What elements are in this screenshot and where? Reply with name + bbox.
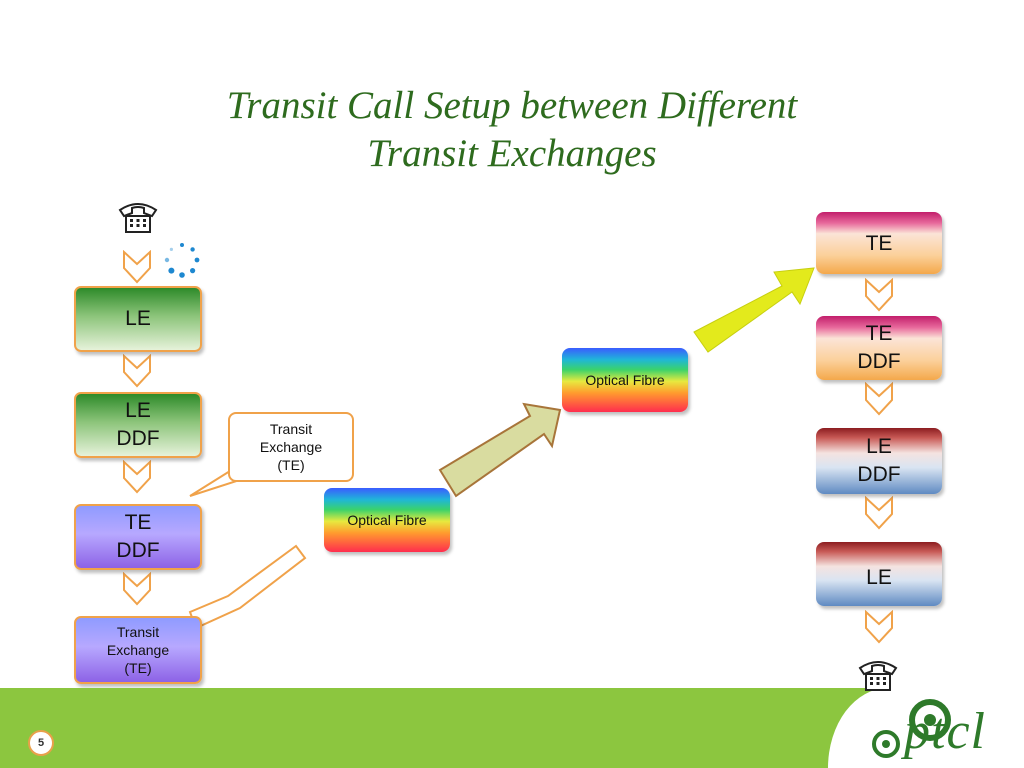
left-te-ddf-line1: TE xyxy=(124,511,152,534)
callout-line3: (TE) xyxy=(277,457,305,473)
ptcl-logo-dot-icon xyxy=(872,730,900,758)
left-te-box: Transit Exchange (TE) xyxy=(74,616,202,684)
right-le-ddf-line2: DDF xyxy=(857,463,901,486)
left-te-line1: Transit xyxy=(116,624,160,640)
right-te-ddf-box: TE DDF xyxy=(816,316,942,380)
chevron-down-icon xyxy=(865,382,893,416)
ptcl-logo-mark-icon xyxy=(909,699,951,741)
ptcl-logo-text: ptcl xyxy=(904,703,986,760)
right-le-box: LE xyxy=(816,542,942,606)
title-line-1: Transit Call Setup between Different xyxy=(226,84,798,127)
callout-line1: Transit xyxy=(269,421,313,437)
transit-exchange-callout: Transit Exchange (TE) xyxy=(228,412,354,482)
left-le-label: LE xyxy=(125,307,151,330)
title-line-2: Transit Exchanges xyxy=(367,132,657,175)
optical-fibre-box-2: Optical Fibre xyxy=(562,348,688,412)
telephone-icon xyxy=(118,203,158,233)
chevron-down-icon xyxy=(865,610,893,644)
optical-fibre-label-1: Optical Fibre xyxy=(347,512,427,528)
arrow-optical-1-to-2 xyxy=(438,402,562,498)
chevron-down-icon xyxy=(123,460,151,494)
chevron-down-icon xyxy=(865,496,893,530)
left-te-ddf-box: TE DDF xyxy=(74,504,202,570)
optical-fibre-box-1: Optical Fibre xyxy=(324,488,450,552)
callout-line2: Exchange xyxy=(259,439,323,455)
loading-spinner-icon xyxy=(164,243,200,278)
chevron-down-icon xyxy=(123,572,151,606)
right-le-label: LE xyxy=(866,566,892,589)
chevron-down-icon xyxy=(123,250,151,284)
right-te-ddf-line1: TE xyxy=(865,322,893,345)
left-te-ddf-line2: DDF xyxy=(116,539,160,562)
right-te-box: TE xyxy=(816,212,942,274)
arrow-to-optical-1 xyxy=(188,544,307,630)
left-le-box: LE xyxy=(74,286,202,352)
optical-fibre-label-2: Optical Fibre xyxy=(585,372,665,388)
left-le-ddf-box: LE DDF xyxy=(74,392,202,458)
right-le-ddf-line1: LE xyxy=(866,435,892,458)
right-le-ddf-box: LE DDF xyxy=(816,428,942,494)
left-le-ddf-line2: DDF xyxy=(116,427,160,450)
slide-title: Transit Call Setup between Different Tra… xyxy=(0,82,1024,178)
right-te-label: TE xyxy=(865,232,893,255)
right-te-ddf-line2: DDF xyxy=(857,350,901,373)
chevron-down-icon xyxy=(123,354,151,388)
arrow-optical-2-to-te xyxy=(693,267,815,353)
left-te-line2: Exchange xyxy=(106,642,170,658)
left-te-line3: (TE) xyxy=(124,660,152,676)
page-number: 5 xyxy=(28,730,54,756)
chevron-down-icon xyxy=(865,278,893,312)
telephone-icon xyxy=(858,661,898,691)
left-le-ddf-line1: LE xyxy=(125,399,151,422)
